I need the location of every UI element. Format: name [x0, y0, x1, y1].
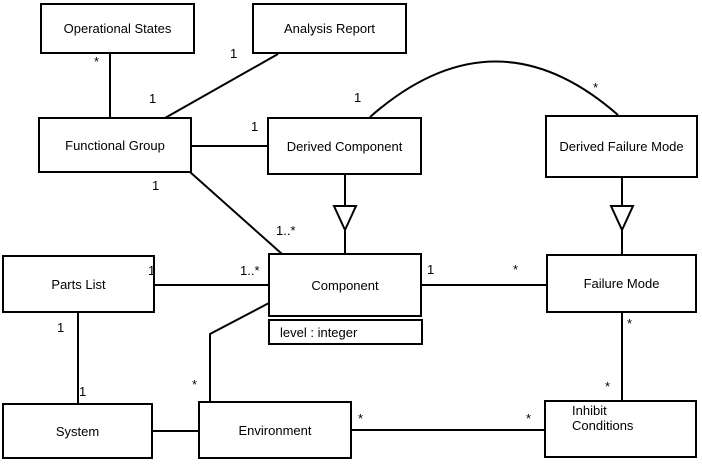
- multiplicity-environment-end: *: [358, 411, 364, 426]
- multiplicity-derived-failure-mode-end: *: [593, 80, 599, 95]
- edge-analysis-report-functional-group: [164, 53, 279, 119]
- class-name-derived-failure-mode: Derived Failure Mode: [559, 139, 684, 154]
- generalization-triangle-failure-mode-icon: [609, 205, 635, 233]
- edge-derived-component-derived-failure-mode: [369, 60, 619, 118]
- class-name-environment: Environment: [238, 422, 312, 438]
- class-name-functional-group: Functional Group: [65, 137, 165, 153]
- class-derived-component[interactable]: Derived Component: [267, 117, 422, 175]
- class-name-analysis-report: Analysis Report: [283, 21, 376, 36]
- class-failure-mode[interactable]: Failure Mode: [546, 254, 697, 313]
- class-component-attributes[interactable]: level : integer: [268, 319, 423, 345]
- multiplicity-system-end: 1: [79, 384, 87, 399]
- multiplicity-component-end: 1..*: [240, 263, 260, 278]
- class-name-component: Component: [311, 277, 379, 293]
- class-name-inhibit-conditions: Inhibit Conditions: [572, 403, 634, 433]
- multiplicity-functional-group-end: 1: [152, 178, 160, 193]
- multiplicity-inhibit-conditions-end: *: [605, 379, 611, 394]
- class-operational-states[interactable]: Operational States: [40, 3, 195, 54]
- class-derived-failure-mode[interactable]: Derived Failure Mode: [545, 115, 698, 178]
- multiplicity-component-end: 1..*: [276, 223, 296, 238]
- class-name-failure-mode: Failure Mode: [583, 276, 660, 291]
- class-functional-group[interactable]: Functional Group: [38, 117, 192, 173]
- attribute-level: level : integer: [280, 324, 358, 340]
- class-name-operational-states: Operational States: [63, 21, 172, 36]
- multiplicity-operational-states-end: *: [94, 54, 100, 69]
- class-analysis-report[interactable]: Analysis Report: [252, 3, 407, 54]
- class-parts-list[interactable]: Parts List: [2, 255, 155, 313]
- generalization-triangle-component-icon: [332, 205, 358, 233]
- class-inhibit-conditions[interactable]: Inhibit Conditions: [544, 400, 697, 458]
- class-name-derived-component: Derived Component: [286, 138, 403, 154]
- multiplicity-inhibit-conditions-end: *: [526, 411, 532, 426]
- multiplicity-failure-mode-end: *: [513, 262, 519, 277]
- multiplicity-component-end: 1: [427, 262, 435, 277]
- class-component[interactable]: Component: [268, 253, 422, 317]
- multiplicity-derived-component-end: 1: [251, 119, 259, 134]
- multiplicity-analysis-report-end: 1: [230, 46, 238, 61]
- multiplicity-parts-list-end: 1: [57, 320, 65, 335]
- multiplicity-environment-end: *: [192, 377, 198, 392]
- multiplicity-functional-group-end: 1: [149, 91, 157, 106]
- class-system[interactable]: System: [2, 403, 153, 459]
- edge-functional-group-component: [189, 171, 283, 255]
- multiplicity-derived-component-end: 1: [354, 90, 362, 105]
- multiplicity-failure-mode-end: *: [627, 316, 633, 331]
- class-name-parts-list: Parts List: [51, 276, 106, 292]
- multiplicity-parts-list-end: 1: [148, 263, 156, 278]
- edge-environment-component: [209, 302, 270, 402]
- class-environment[interactable]: Environment: [198, 401, 352, 459]
- class-name-system: System: [55, 423, 100, 439]
